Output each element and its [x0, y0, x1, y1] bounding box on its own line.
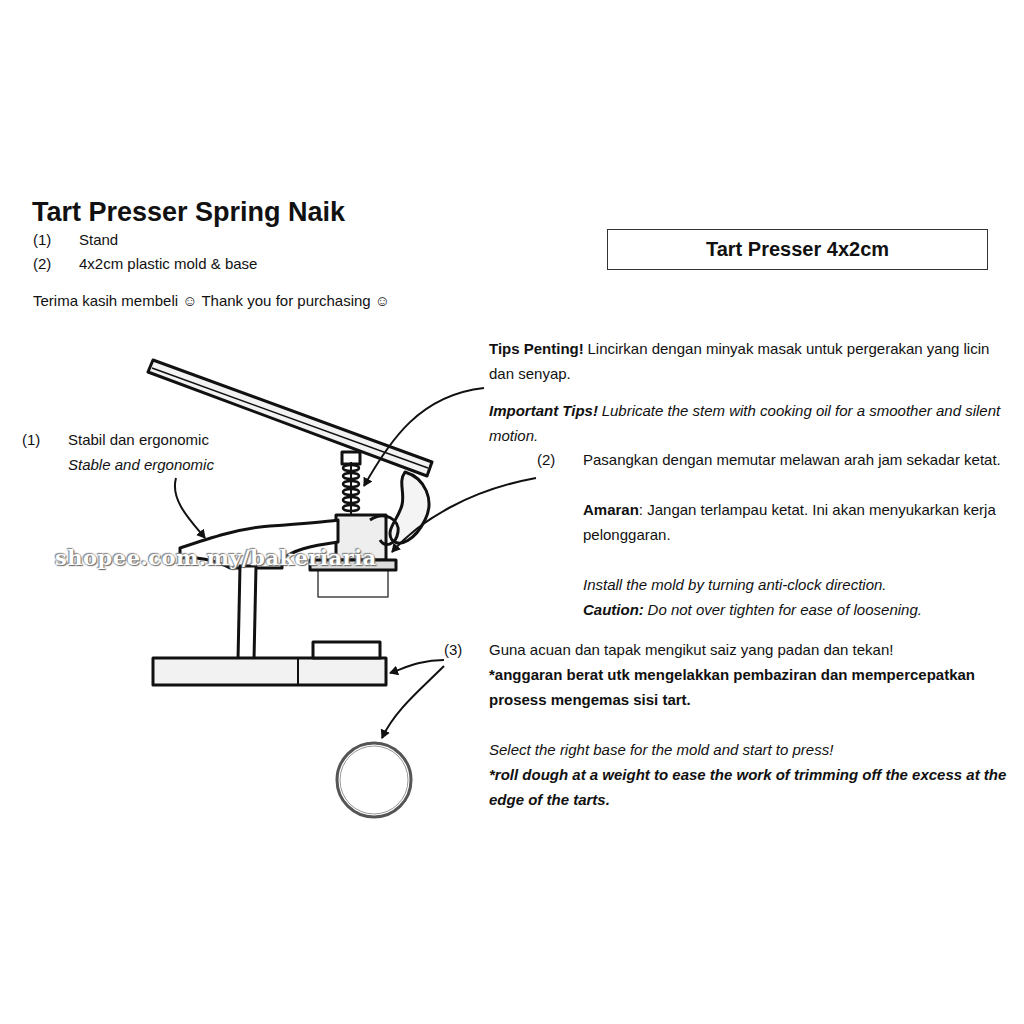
thanks-note: Terima kasih membeli ☺ Thank you for pur… — [33, 292, 390, 309]
caution-text: : Jangan terlampau ketat. Ini akan menyu… — [583, 501, 996, 543]
text-block: Guna acuan dan tapak mengikut saiz yang … — [489, 637, 1014, 662]
feature-note: Stabil dan ergonomic — [68, 431, 209, 448]
part-name: 4x2cm plastic mold & base — [79, 255, 257, 272]
text-block: Stand — [79, 227, 118, 252]
title-box: Tart Presser 4x2cm — [607, 229, 988, 270]
text-block: Stable and ergonomic — [68, 452, 214, 477]
title: Tart Presser Spring Naik — [32, 197, 345, 227]
spring-coil — [343, 505, 359, 511]
spring-coil — [343, 489, 359, 495]
part-name: Stand — [79, 231, 118, 248]
spring-coil — [343, 481, 359, 487]
spring-coil — [343, 473, 359, 479]
usage-note: *anggaran berat utk mengelakkan pembazir… — [489, 666, 975, 708]
title-block: Tart Presser Spring Naik — [32, 196, 345, 228]
text-block: *roll dough at a weight to ease the work… — [489, 762, 1014, 812]
caution-heading: Caution: — [583, 601, 644, 618]
callout-number: (3) — [444, 641, 462, 658]
text-block: Terima kasih membeli ☺ Thank you for pur… — [33, 288, 390, 313]
feature-note: Stable and ergonomic — [68, 456, 214, 473]
text-block: (1) — [22, 427, 40, 452]
text-block: Stabil dan ergonomic — [68, 427, 209, 452]
text-block: Install the mold by turning anti-clock d… — [583, 572, 1008, 597]
text-block: 4x2cm plastic mold & base — [79, 251, 257, 276]
watermark: shopee.com.my/bakeriaria — [55, 545, 377, 570]
spring-coil — [343, 497, 359, 503]
text-block: (2) — [33, 251, 51, 276]
callout-number: (1) — [22, 431, 40, 448]
install-note: Pasangkan dengan memutar melawan arah ja… — [583, 451, 1001, 468]
callout-number: (1) — [33, 231, 51, 248]
tip-heading: Tips Penting! — [489, 340, 584, 357]
text-block: Tips Penting!Lincirkan dengan minyak mas… — [489, 336, 1014, 386]
text-block: *anggaran berat utk mengelakkan pembazir… — [489, 662, 1014, 712]
text-block: Important Tips!Lubricate the stem with c… — [489, 398, 1014, 448]
text-block: Caution:Do not over tighten for ease of … — [583, 597, 1008, 622]
text-block: (2) — [537, 447, 555, 472]
caution-text: Do not over tighten for ease of loosenin… — [648, 601, 922, 618]
usage-note: Select the right base for the mold and s… — [489, 741, 833, 758]
caution-heading: Amaran — [583, 501, 639, 518]
callout-number: (2) — [33, 255, 51, 272]
text-block: Amaran: Jangan terlampau ketat. Ini akan… — [583, 497, 1008, 547]
text-block: shopee.com.my/bakeriaria — [55, 545, 377, 572]
text-block: (3) — [444, 637, 462, 662]
usage-note: Guna acuan dan tapak mengikut saiz yang … — [489, 641, 893, 658]
tip-heading: Important Tips! — [489, 402, 598, 419]
callout-number: (2) — [537, 451, 555, 468]
box-title: Tart Presser 4x2cm — [706, 238, 889, 261]
text-block: Select the right base for the mold and s… — [489, 737, 1014, 762]
text-block: (1) — [33, 227, 51, 252]
usage-note: *roll dough at a weight to ease the work… — [489, 766, 1006, 808]
install-note: Install the mold by turning anti-clock d… — [583, 576, 886, 593]
text-block: Pasangkan dengan memutar melawan arah ja… — [583, 447, 1008, 472]
spring-coil — [343, 465, 359, 471]
